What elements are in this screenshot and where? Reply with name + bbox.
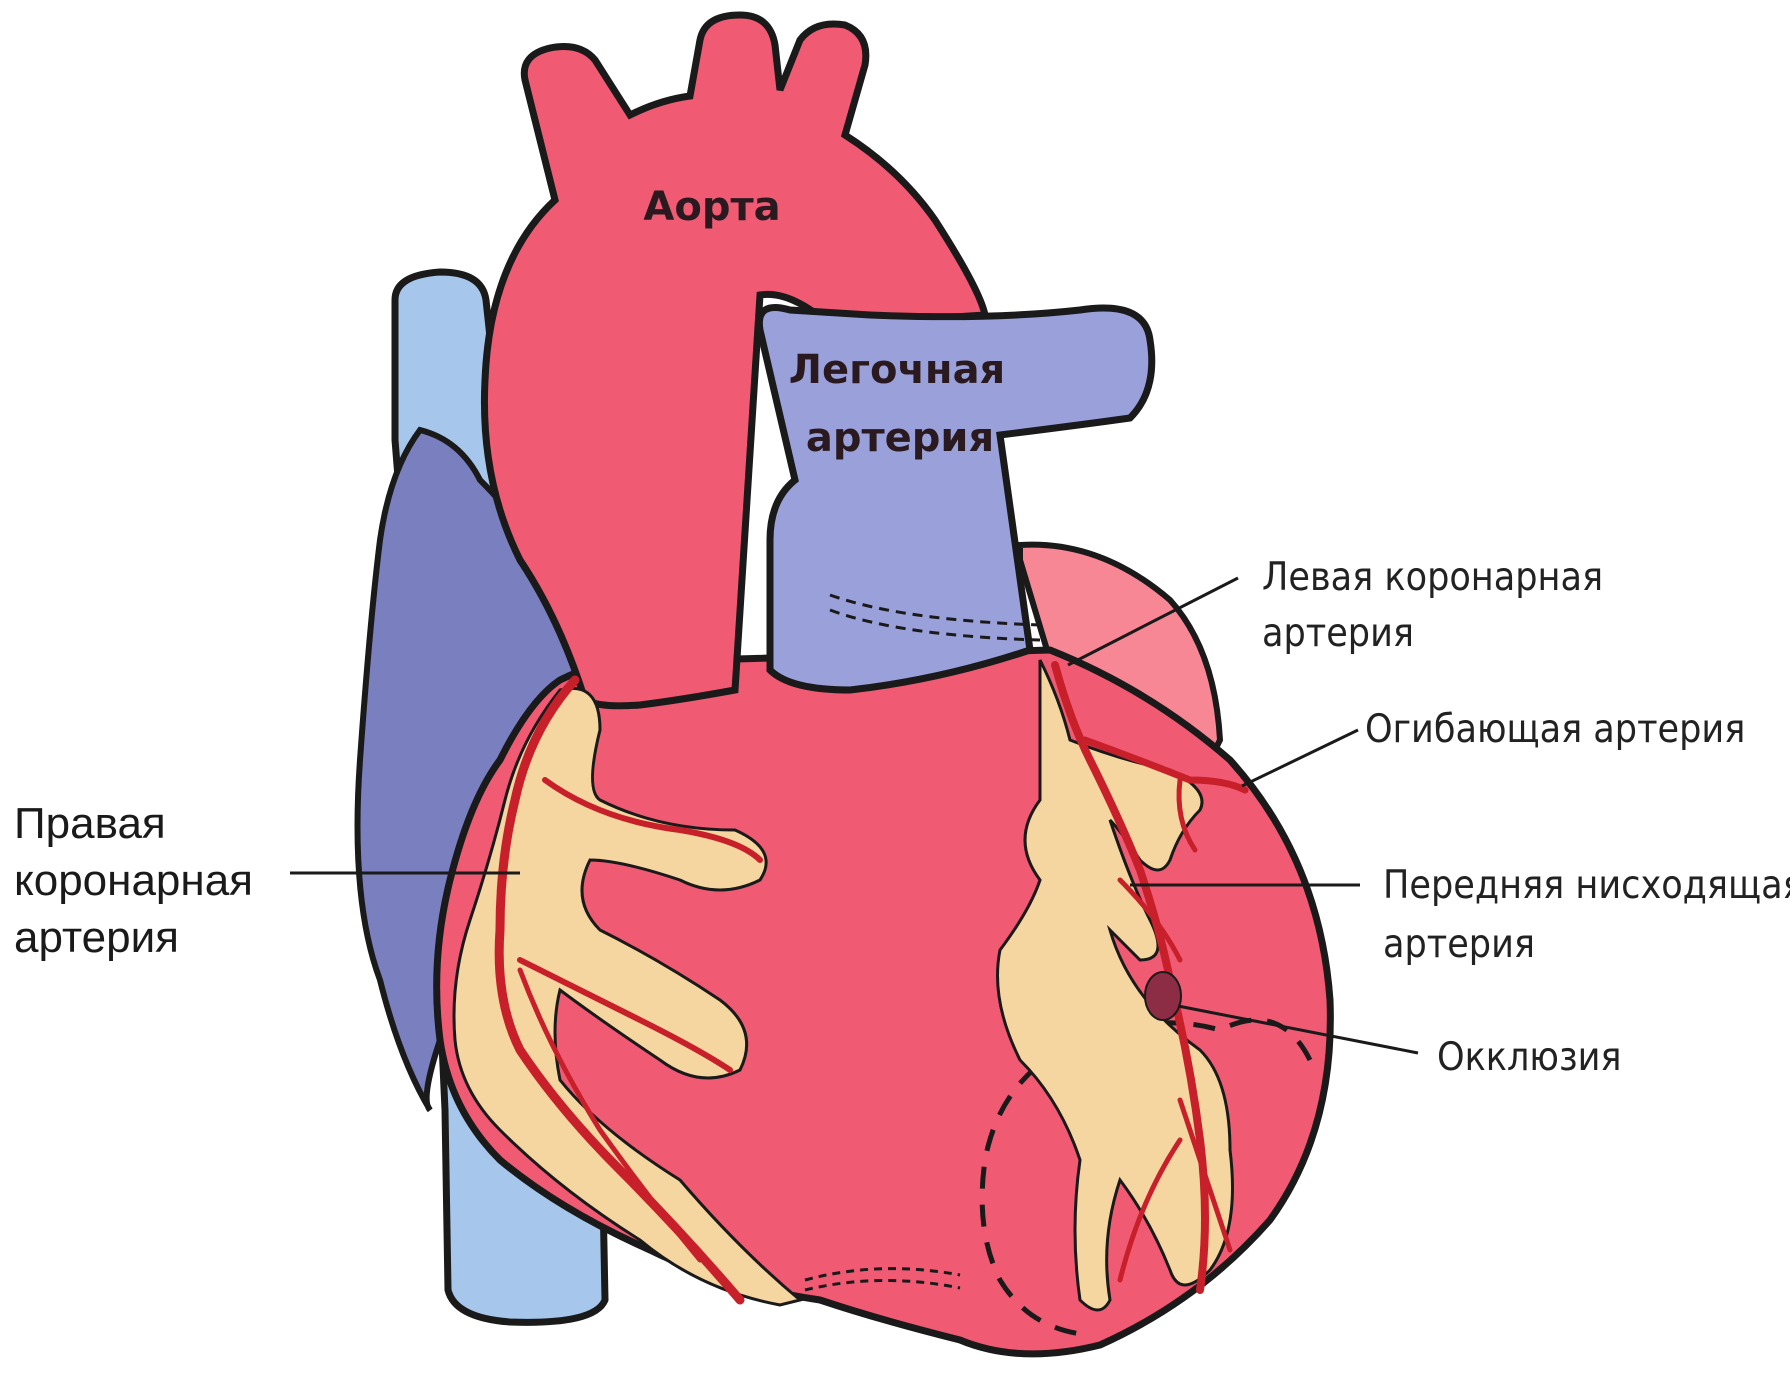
label-circumflex: Огибающая артерия bbox=[1365, 707, 1745, 752]
label-occlusion: Окклюзия bbox=[1437, 1035, 1622, 1080]
label-pulmonary-2: артерия bbox=[806, 415, 994, 461]
occlusion-spot bbox=[1145, 972, 1181, 1020]
label-left-coronary-2: артерия bbox=[1262, 611, 1414, 656]
label-left-coronary-1: Левая коронарная bbox=[1262, 555, 1603, 600]
label-aorta: Аорта bbox=[643, 184, 780, 230]
label-pulmonary-1: Легочная bbox=[789, 347, 1006, 393]
label-right-coronary-3: артерия bbox=[14, 913, 179, 962]
label-lad-1: Передняя нисходящая bbox=[1383, 863, 1790, 908]
label-lad-2: артерия bbox=[1383, 922, 1535, 967]
label-right-coronary-1: Правая bbox=[14, 799, 166, 848]
label-right-coronary-2: коронарная bbox=[14, 856, 253, 905]
leader-circumflex bbox=[1242, 730, 1358, 786]
